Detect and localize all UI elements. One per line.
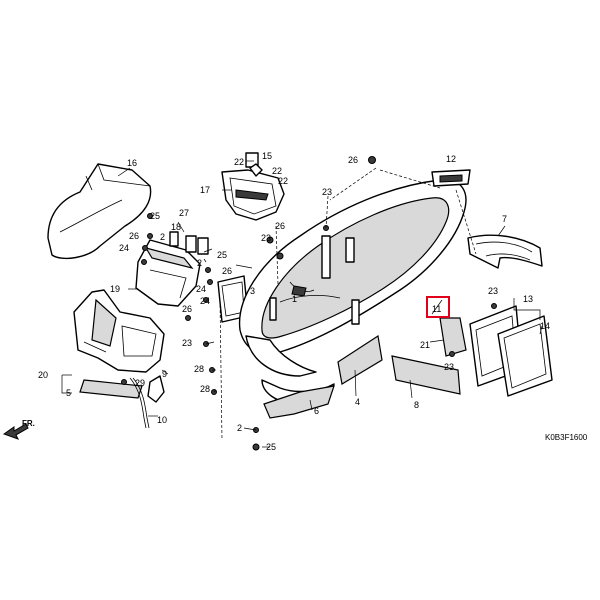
part-6-under-cover: [263, 385, 335, 419]
callout-2-left: 2: [160, 232, 165, 242]
callout-15: 15: [262, 151, 272, 161]
callout-23-low: 23: [444, 362, 454, 372]
callout-26-right: 26: [222, 266, 232, 276]
part-7-bracket: [467, 234, 543, 269]
part-19-holder: [135, 231, 209, 307]
fr-label: FR.: [22, 419, 35, 428]
callout-24-mid: 24: [196, 284, 206, 294]
fasteners: [121, 156, 497, 451]
part-16-cover: [47, 163, 152, 260]
callout-7: 7: [502, 214, 507, 224]
callout-6: 6: [314, 406, 319, 416]
callout-26-top: 26: [348, 155, 358, 165]
part-8-shield: [391, 355, 461, 395]
part-1-luggage-box: [238, 179, 467, 405]
callout-17: 17: [200, 185, 210, 195]
callout-26-left: 26: [129, 231, 139, 241]
callout-5: 5: [66, 388, 71, 398]
callout-22-low: 22: [278, 176, 288, 186]
callout-25-low: 25: [266, 442, 276, 452]
part-20-lower-case: [73, 289, 165, 373]
callout-21: 21: [420, 340, 430, 350]
part-9-bracket: [147, 375, 165, 403]
highlight-box: [426, 296, 450, 318]
callout-13: 13: [523, 294, 533, 304]
part-15-clip: [249, 163, 263, 177]
callout-27: 27: [179, 208, 189, 218]
callout-2-mid: 2: [197, 258, 202, 268]
part-4-pad: [337, 334, 383, 385]
callout-19: 19: [110, 284, 120, 294]
callout-25-mid: 25: [217, 250, 227, 260]
callout-25-top: 25: [150, 211, 160, 221]
front-direction-arrow: FR.: [2, 419, 35, 440]
callouts: 16 15 22 22 22 17 26 12 23 7 25 27 18 26…: [38, 151, 588, 452]
part-17-bracket: [221, 152, 285, 221]
callout-24-low: 24: [200, 296, 210, 306]
part-13-frame: [497, 315, 553, 397]
part-12-clip: [431, 169, 471, 187]
callout-14: 14: [540, 321, 550, 331]
callout-10: 10: [157, 415, 167, 425]
callout-16: 16: [127, 158, 137, 168]
callout-4: 4: [355, 397, 360, 407]
callout-9: 9: [162, 369, 167, 379]
part-5-pad: [79, 379, 143, 399]
diagram-code: K0B3F1600: [545, 433, 588, 442]
callout-29: 29: [135, 378, 145, 388]
callout-28-lower: 28: [200, 384, 210, 394]
callout-23-right: 23: [488, 286, 498, 296]
callout-23-mid: 23: [261, 233, 271, 243]
callout-8: 8: [414, 400, 419, 410]
callout-26-mid: 26: [275, 221, 285, 231]
callout-3: 3: [250, 286, 255, 296]
callout-18: 18: [171, 222, 181, 232]
callout-24-left: 24: [119, 243, 129, 253]
callout-11: 11: [432, 304, 441, 314]
callout-2-low: 2: [237, 423, 242, 433]
callout-23-upper: 23: [322, 187, 332, 197]
leader-lines: [61, 160, 543, 448]
callout-1: 1: [292, 294, 297, 304]
callout-12: 12: [446, 154, 456, 164]
part-21-cover: [439, 317, 467, 357]
callout-26-low: 26: [182, 304, 192, 314]
callout-22-mid: 22: [272, 166, 282, 176]
callout-23-left: 23: [182, 338, 192, 348]
callout-28-upper: 28: [194, 364, 204, 374]
callout-20: 20: [38, 370, 48, 380]
callout-22-top: 22: [234, 157, 244, 167]
part-10-cable: [129, 377, 150, 429]
